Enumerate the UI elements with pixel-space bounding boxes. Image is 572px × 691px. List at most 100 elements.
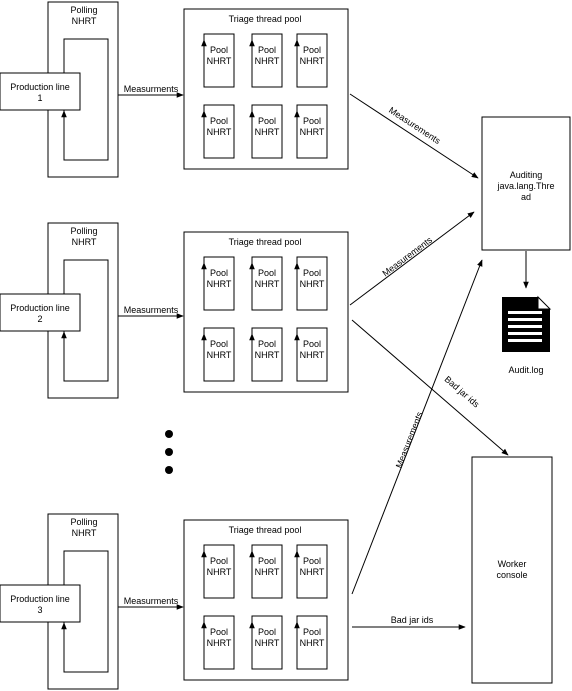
pool-nhrt-box <box>251 256 283 311</box>
pool-label: NHRT <box>207 279 232 289</box>
production-line-label: Production line <box>10 594 70 604</box>
pool-label: NHRT <box>300 127 325 137</box>
pool-nhrt-box <box>296 104 328 159</box>
pool-label: Pool <box>303 268 321 278</box>
measurements-label: Measurements <box>380 234 434 278</box>
production-line-box <box>0 72 81 111</box>
polling-label: NHRT <box>72 528 97 538</box>
polling-label: Polling <box>70 5 97 15</box>
document-line <box>508 318 542 321</box>
pool-label: Pool <box>210 339 228 349</box>
production-line-label: Production line <box>10 303 70 313</box>
pool-label: NHRT <box>207 567 232 577</box>
pool-label: Pool <box>303 556 321 566</box>
triage-pool-title: Triage thread pool <box>229 525 302 535</box>
production-line-label: Production line <box>10 82 70 92</box>
pool-label: NHRT <box>207 127 232 137</box>
document-line <box>508 325 542 328</box>
pool-nhrt-box <box>296 33 328 88</box>
polling-loop <box>63 550 109 673</box>
polling-loop <box>63 259 109 382</box>
document-fold <box>537 295 552 310</box>
pool-label: NHRT <box>300 638 325 648</box>
pool-nhrt-box <box>203 327 235 382</box>
production-line-label: 2 <box>37 314 42 324</box>
worker-console-label: console <box>496 570 527 580</box>
pool-label: Pool <box>210 556 228 566</box>
polling-label: NHRT <box>72 16 97 26</box>
triage-pool-title: Triage thread pool <box>229 237 302 247</box>
document-line <box>508 332 542 335</box>
pool-label: Pool <box>258 45 276 55</box>
pool-nhrt-box <box>296 327 328 382</box>
pool-label: NHRT <box>300 279 325 289</box>
document-icon <box>502 295 552 352</box>
pool-label: NHRT <box>255 127 280 137</box>
pool-label: NHRT <box>300 350 325 360</box>
pool-nhrt-box <box>296 544 328 599</box>
pool-label: NHRT <box>255 279 280 289</box>
pool-nhrt-box <box>203 615 235 670</box>
pool-label: NHRT <box>255 56 280 66</box>
measurements-label: Measurements <box>387 105 443 146</box>
ellipsis-dot <box>165 430 173 438</box>
measurements-label: Measurments <box>124 305 179 315</box>
pool-label: NHRT <box>207 56 232 66</box>
pool-label: Pool <box>210 45 228 55</box>
pool-label: NHRT <box>207 638 232 648</box>
ellipsis-dot <box>165 448 173 456</box>
triage-pool-title: Triage thread pool <box>229 14 302 24</box>
auditing-box <box>481 116 571 251</box>
pool-label: Pool <box>210 116 228 126</box>
production-line-label: 3 <box>37 605 42 615</box>
pool-nhrt-box <box>251 104 283 159</box>
pool-label: NHRT <box>300 567 325 577</box>
pool-label: Pool <box>258 268 276 278</box>
auditing-label: ad <box>521 192 531 202</box>
pool-label: Pool <box>258 116 276 126</box>
measurements-label: Measurments <box>124 596 179 606</box>
production-line-box <box>0 584 81 623</box>
measurements-to-auditing-2 <box>349 211 475 306</box>
right-side: Auditingjava.lang.ThreadAudit.logWorkerc… <box>471 116 571 684</box>
audit-log-label: Audit.log <box>508 365 543 375</box>
auditing-label: java.lang.Thre <box>496 181 554 191</box>
bad-jar-ids-label: Bad jar ids <box>443 374 482 410</box>
document-line <box>508 311 542 314</box>
polling-label: Polling <box>70 226 97 236</box>
vertical-ellipsis-icon <box>165 430 173 474</box>
pool-label: Pool <box>210 627 228 637</box>
polling-label: NHRT <box>72 237 97 247</box>
production-line-label: 1 <box>37 93 42 103</box>
pool-label: Pool <box>303 627 321 637</box>
document-line <box>508 339 542 342</box>
production-line-box <box>0 293 81 332</box>
pool-nhrt-box <box>251 615 283 670</box>
measurements-label: Measurments <box>124 84 179 94</box>
bad-jar-ids-to-console-2 <box>351 319 509 456</box>
pool-label: Pool <box>258 627 276 637</box>
